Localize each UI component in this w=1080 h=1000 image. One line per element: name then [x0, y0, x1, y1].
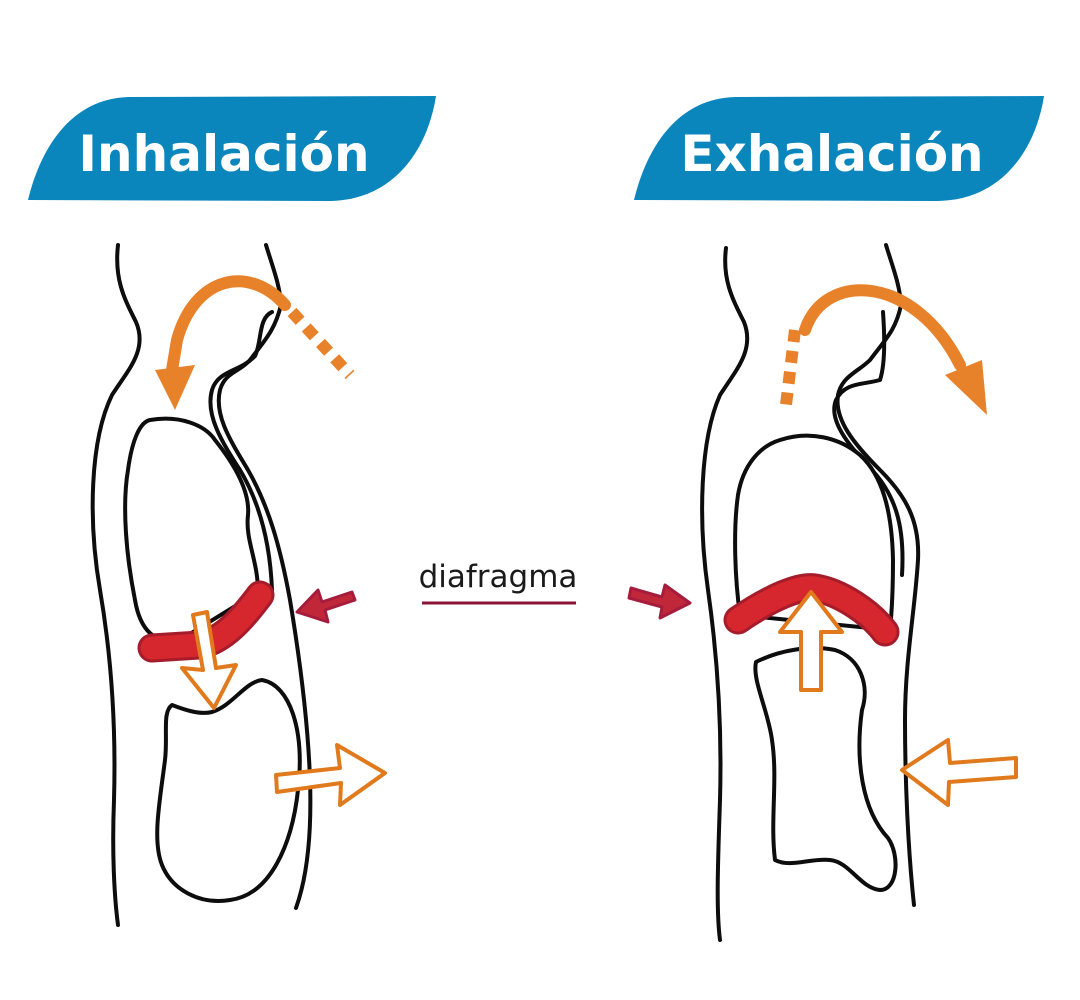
- inhalation-airflow-dashes: [287, 307, 355, 380]
- exhalation-airflow-dashes: [780, 329, 801, 406]
- exhalation-banner-shape: [634, 96, 1044, 201]
- diaphragm-label-group: diafragma: [419, 559, 578, 605]
- inhalation-lung: [123, 416, 260, 643]
- inhalation-abdomen: [155, 678, 302, 903]
- exhalation-airflow-icon: [799, 284, 966, 371]
- inhalation-diaphragm-pointer-icon: [295, 588, 357, 624]
- exhalation-body-back-line: [700, 246, 750, 942]
- inhalation-figure: [90, 243, 387, 927]
- exhalation-diaphragm-up-arrow-icon: [778, 590, 844, 692]
- exhalation-diaphragm-fill: [726, 576, 897, 644]
- exhalation-figure: [627, 243, 1018, 942]
- exhalation-abdomen-in-arrow-icon: [900, 738, 1018, 807]
- inhalation-body-back-line: [90, 243, 142, 927]
- inhalation-airway: [208, 310, 274, 592]
- inhalation-diaphragm-down-arrow-icon: [180, 610, 238, 710]
- inhalation-banner-shape: [28, 96, 436, 201]
- exhalation-body-front-line: [835, 243, 921, 907]
- exhalation-diaphragm-pointer-icon: [627, 583, 692, 620]
- inhalation-abdomen-out-arrow-icon: [274, 743, 387, 807]
- exhalation-banner: Exhalación: [634, 96, 1044, 201]
- diaphragm-label: diafragma: [419, 559, 578, 595]
- exhalation-title: Exhalación: [680, 125, 983, 183]
- exhalation-airflow-arrowhead: [945, 360, 987, 415]
- inhalation-airflow-icon: [166, 275, 291, 376]
- exhalation-lung: [733, 433, 895, 632]
- inhalation-title: Inhalación: [78, 125, 369, 183]
- exhalation-airway: [832, 310, 905, 577]
- inhalation-airflow-arrowhead: [155, 365, 195, 410]
- inhalation-banner: Inhalación: [28, 96, 436, 201]
- exhalation-abdomen: [753, 646, 898, 892]
